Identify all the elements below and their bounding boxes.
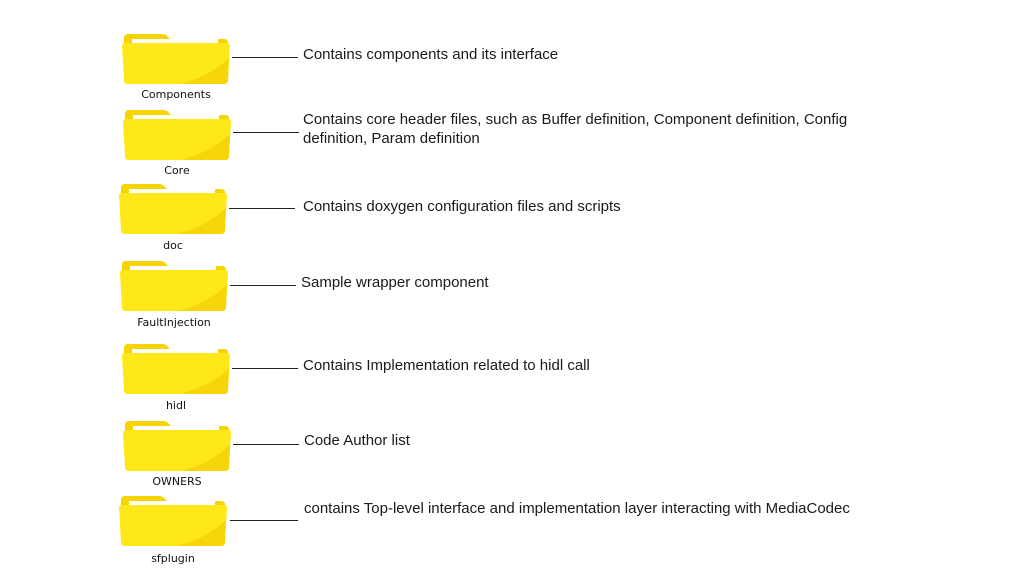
folder-label: hidl — [165, 399, 187, 412]
folder-label: doc — [163, 239, 183, 252]
connector-line — [233, 444, 299, 445]
folder-description: Code Author list — [304, 432, 410, 449]
folder-label: Core — [164, 164, 190, 177]
folder-description: Contains core header files, such as Buff… — [303, 111, 848, 147]
connector-line — [230, 285, 296, 286]
folder-label: OWNERS — [152, 475, 202, 488]
connector-line — [229, 208, 295, 209]
connector-line — [233, 132, 299, 133]
folder-icon — [117, 492, 229, 562]
folder-label: FaultInjection — [137, 316, 211, 329]
folder-label: Components — [141, 88, 211, 101]
folder-description: contains Top-level interface and impleme… — [304, 500, 850, 517]
folder-icon — [117, 180, 229, 250]
connector-line — [230, 520, 298, 521]
folder-description: Sample wrapper component — [301, 274, 489, 291]
folder-icon — [120, 340, 232, 410]
connector-line — [232, 368, 298, 369]
folder-icon — [121, 106, 233, 176]
folder-description: Contains components and its interface — [303, 46, 559, 63]
folder-label: sfplugin — [151, 552, 195, 565]
folder-icon — [118, 257, 230, 327]
connector-line — [232, 57, 298, 58]
folder-description: Contains doxygen configuration files and… — [303, 198, 621, 215]
folder-icon — [120, 30, 232, 100]
folder-description: Contains Implementation related to hidl … — [303, 357, 590, 374]
folder-icon — [121, 417, 233, 487]
